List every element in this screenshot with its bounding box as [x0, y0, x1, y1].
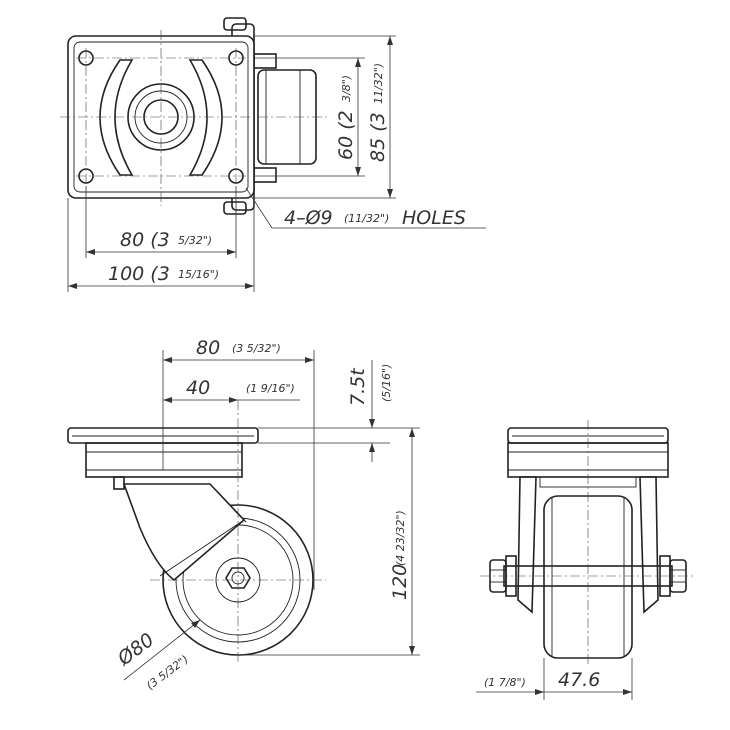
dim-60-frac: 3/8") — [340, 75, 353, 102]
raceway-right — [188, 59, 223, 176]
axle-nut-bottom — [253, 167, 277, 183]
holes-label: 4–Ø9 — [284, 207, 333, 229]
side-kingpin — [113, 476, 125, 490]
side-hub-nut — [225, 567, 251, 589]
bracket-tab-bottom — [223, 201, 247, 215]
dim-80-top-label: 80 (3 — [120, 229, 170, 251]
raceway-left — [99, 59, 134, 176]
front-view: 47.6 (1 7/8") — [476, 420, 696, 700]
dim-80-side-label: 80 — [196, 337, 220, 359]
dim-thickness-frac: (5/16") — [380, 364, 393, 402]
side-fork-leg — [122, 483, 246, 582]
holes-word: HOLES — [402, 207, 466, 229]
dim-40-frac: (1 9/16") — [246, 382, 295, 395]
bracket-tab-top — [223, 17, 247, 31]
dim-wheel-width-frac: (1 7/8") — [484, 676, 526, 689]
dim-40-label: 40 — [186, 377, 210, 399]
side-view: 80 (3 5/32") 40 (1 9/16") 7.5t (5/16") 1… — [67, 337, 420, 692]
dim-wheel-dia-label: Ø80 — [113, 629, 158, 671]
dim-120-label: 120 — [389, 564, 411, 600]
dim-80-top-frac: 5/32") — [178, 234, 212, 247]
front-fork-left — [517, 476, 537, 614]
dim-60-label: 60 (2 — [335, 110, 357, 160]
dim-85-label: 85 (3 — [367, 112, 389, 162]
dim-120-frac: (4 23/32") — [394, 510, 407, 566]
front-fork-right — [639, 476, 659, 614]
axle-nut-top — [253, 53, 277, 69]
dim-100-label: 100 (3 — [108, 263, 170, 285]
holes-frac: (11/32") — [344, 212, 389, 225]
dim-85-frac: 11/32") — [372, 63, 385, 104]
dim-80-side-frac: (3 5/32") — [232, 342, 281, 355]
side-turntable — [85, 442, 243, 478]
dim-100-frac: 15/16") — [178, 268, 219, 281]
dim-thickness-label: 7.5t — [347, 367, 369, 406]
dim-wheel-width-label: 47.6 — [558, 669, 600, 691]
top-view: 60 (2 3/8") 85 (3 11/32") 4–Ø9 (11/32") … — [60, 17, 486, 292]
